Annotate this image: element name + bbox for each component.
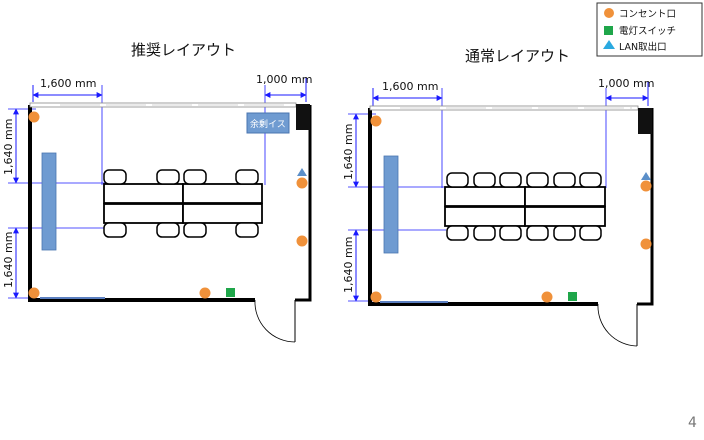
lan-port-icon	[641, 172, 651, 180]
room-wall	[295, 105, 312, 302]
chair	[103, 222, 127, 238]
chair	[446, 172, 469, 188]
pillar	[638, 108, 652, 134]
conference-tables	[103, 169, 263, 238]
chair	[473, 172, 496, 188]
outlet-icon	[541, 291, 553, 303]
light-switch-icon	[568, 292, 577, 301]
chair	[235, 169, 259, 185]
outlet-icon	[640, 238, 652, 250]
outlet-icon	[640, 180, 652, 192]
chair	[446, 225, 469, 241]
chair	[156, 222, 180, 238]
room-wall	[28, 105, 255, 302]
room-wall	[368, 108, 598, 306]
legend-outlet-label: コンセント口	[619, 9, 676, 20]
chair	[499, 172, 522, 188]
dim-height-bottom: 1,640 mm	[342, 237, 355, 293]
chair	[183, 169, 207, 185]
pillar	[296, 104, 310, 130]
outlet-icon	[199, 287, 211, 299]
dim-width-right: 1,000 mm	[598, 77, 654, 90]
dim-width-left: 1,600 mm	[382, 80, 438, 93]
chair	[579, 225, 602, 241]
layout-recommended: 推奨レイアウト 1,600 mm 1,000 mm 1,640 mm 1,640…	[2, 41, 312, 343]
legend-lan-label: LAN取出口	[619, 41, 667, 53]
outlet-icon	[28, 111, 40, 123]
outlet-icon	[370, 115, 382, 127]
outlet-icon	[296, 235, 308, 247]
outlet-legend-icon	[604, 8, 614, 18]
light-switch-icon	[226, 288, 235, 297]
chair	[553, 225, 576, 241]
legend: コンセント口 電灯スイッチ LAN取出口	[596, 2, 703, 57]
outlet-icon	[370, 291, 382, 303]
spare-chairs-label: 余剰イス	[250, 118, 286, 130]
door	[597, 303, 638, 347]
outlet-icon	[296, 177, 308, 189]
chair	[103, 169, 127, 185]
chair	[553, 172, 576, 188]
layout-title: 推奨レイアウト	[131, 41, 236, 59]
layout-title: 通常レイアウト	[465, 47, 570, 65]
dim-width-right: 1,000 mm	[256, 73, 312, 86]
chair	[526, 172, 549, 188]
spare-chairs-box	[246, 112, 290, 134]
switch-legend-icon	[604, 26, 613, 35]
chair	[183, 222, 207, 238]
page-number: 4	[688, 415, 697, 431]
dim-height-bottom: 1,640 mm	[2, 232, 15, 288]
dim-height-top: 1,640 mm	[342, 124, 355, 180]
dim-height-top: 1,640 mm	[2, 119, 15, 175]
door	[254, 299, 296, 343]
chair	[235, 222, 259, 238]
whiteboard	[41, 152, 57, 251]
chair	[526, 225, 549, 241]
conference-tables	[444, 172, 606, 241]
lan-port-icon	[297, 168, 307, 176]
legend-switch-label: 電灯スイッチ	[619, 26, 676, 37]
chair	[579, 172, 602, 188]
outlet-icon	[28, 287, 40, 299]
layout-normal: 通常レイアウト 1,600 mm 1,000 mm 1,640 mm 1,640…	[342, 47, 654, 347]
whiteboard	[383, 155, 399, 254]
chair	[156, 169, 180, 185]
room-wall	[637, 108, 654, 306]
chair	[473, 225, 496, 241]
dim-width-left: 1,600 mm	[40, 77, 96, 90]
chair	[499, 225, 522, 241]
lan-legend-icon	[603, 40, 615, 49]
